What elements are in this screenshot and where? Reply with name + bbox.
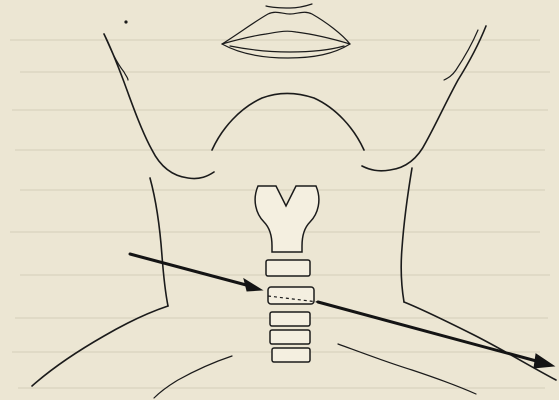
shoulder-right xyxy=(404,302,556,380)
lips xyxy=(222,4,350,58)
tracheal-ring xyxy=(268,287,314,304)
tracheal-ring xyxy=(272,348,310,362)
jaw-left xyxy=(104,34,214,179)
neck-right xyxy=(401,168,412,302)
ear-lobe-left xyxy=(104,34,128,80)
clavicle-left xyxy=(154,356,232,398)
ink-speck xyxy=(124,20,127,23)
tracheal-ring xyxy=(270,330,310,344)
thyroid-cartilage xyxy=(255,186,319,252)
tracheal-ring xyxy=(270,312,310,326)
trachea xyxy=(266,260,318,362)
tracheal-ring xyxy=(266,260,310,276)
insertion-arrow xyxy=(130,254,262,291)
exit-needle-arrow xyxy=(318,302,554,368)
chin-outline xyxy=(212,94,364,151)
neck-left xyxy=(150,178,168,306)
jaw-right xyxy=(362,26,486,171)
